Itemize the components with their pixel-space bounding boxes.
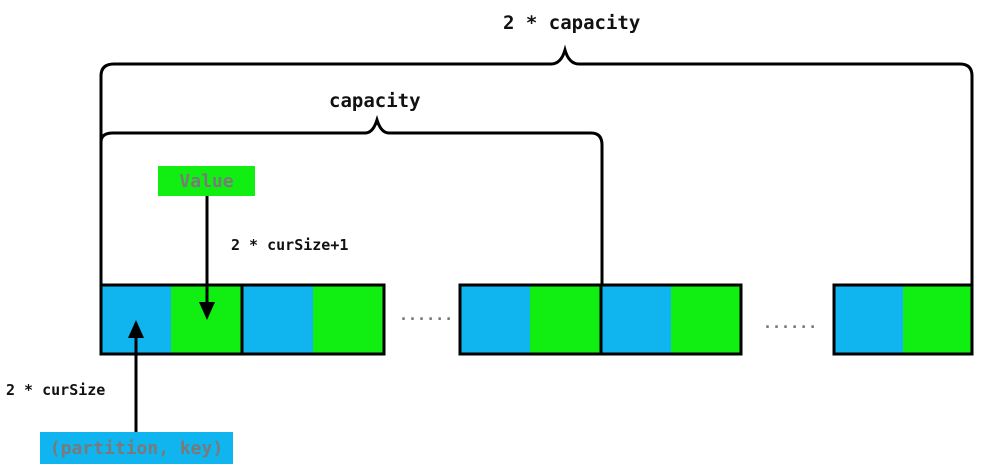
value-cell: [530, 285, 601, 354]
even-index-label: 2 * curSize: [6, 381, 106, 399]
key-cell: [460, 285, 530, 354]
value-cell: [313, 285, 384, 354]
value-tag: Value: [158, 166, 255, 196]
value-arrowhead: [199, 302, 215, 320]
inner-brace-label: capacity: [329, 90, 421, 112]
value-cell: [671, 285, 741, 354]
odd-index-label: 2 * curSize+1: [231, 236, 349, 254]
outer-brace: [99, 44, 974, 285]
key-cell: [242, 285, 313, 354]
inner-brace: [99, 114, 604, 285]
key-cell: [834, 285, 903, 354]
ellipsis: ......: [763, 314, 818, 332]
outer-brace-label: 2 * capacity: [503, 12, 641, 34]
key-arrowhead: [128, 320, 144, 338]
value-cell: [903, 285, 972, 354]
ellipsis: ......: [399, 306, 454, 324]
key-tag: (partition, key): [40, 432, 233, 464]
key-cell: [601, 285, 671, 354]
array-block: [832, 283, 974, 356]
